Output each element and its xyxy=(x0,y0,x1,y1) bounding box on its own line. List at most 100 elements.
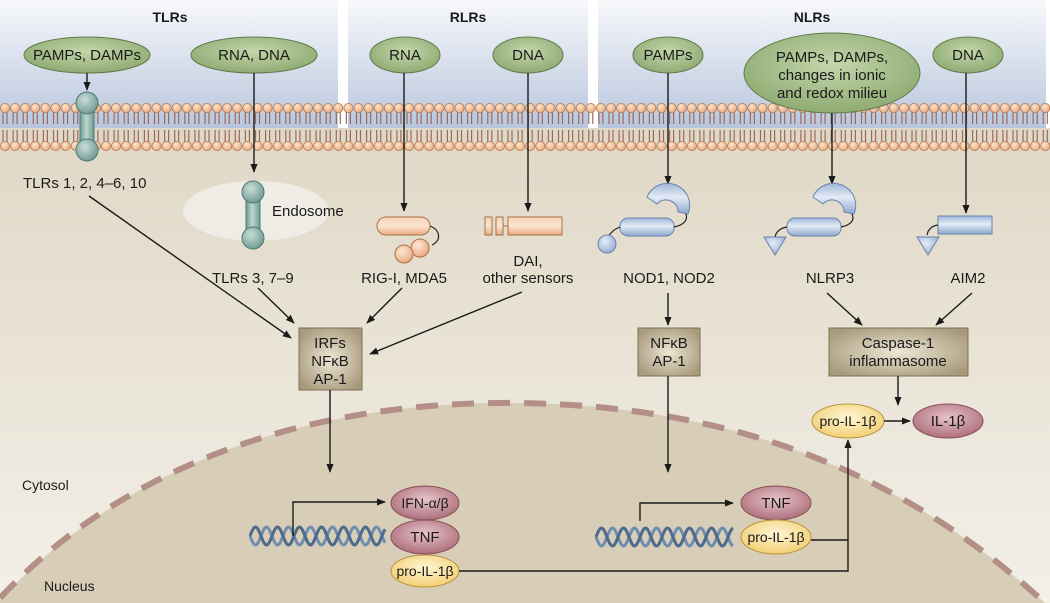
nucleus-label: Nucleus xyxy=(44,578,95,594)
lipid-head xyxy=(959,140,970,151)
svg-text:DNA: DNA xyxy=(512,47,544,64)
svg-text:inflammasome: inflammasome xyxy=(849,353,947,370)
lipid-head xyxy=(919,103,930,114)
family-divider xyxy=(338,0,348,128)
product-pro-il1b-left: pro-IL-1β xyxy=(390,554,460,588)
lipid-head xyxy=(939,103,950,114)
lipid-head xyxy=(545,103,556,114)
svg-text:IRFs: IRFs xyxy=(314,335,346,352)
lipid-head xyxy=(161,103,172,114)
mature-il1b: IL-1β xyxy=(912,403,984,439)
lipid-head xyxy=(626,103,637,114)
lipid-head xyxy=(373,103,384,114)
lipid-head xyxy=(403,103,414,114)
product-tnf-left: TNF xyxy=(390,519,460,555)
dna-strand xyxy=(594,526,734,548)
rig-i-mda5-receptor-icon xyxy=(376,216,440,264)
nlrp3-label: NLRP3 xyxy=(806,270,854,287)
svg-text:RNA, DNA: RNA, DNA xyxy=(218,47,290,64)
lipid-head xyxy=(565,103,576,114)
cytosolic-pro-il1b: pro-IL-1β xyxy=(811,403,885,439)
lipid-head xyxy=(565,140,576,151)
lipid-head xyxy=(838,140,849,151)
lipid-head xyxy=(212,103,223,114)
lipid-head xyxy=(989,140,1000,151)
lipid-head xyxy=(656,140,667,151)
lipid-head xyxy=(50,140,61,151)
lipid-head xyxy=(878,140,889,151)
ligand-pamps-nod: PAMPs xyxy=(632,36,704,74)
lipid-head xyxy=(535,140,546,151)
lipid-head xyxy=(969,103,980,114)
lipid-head xyxy=(464,140,475,151)
ligand-rna-rlr: RNA xyxy=(369,36,441,74)
rlr-header: RLRs xyxy=(450,9,487,25)
lipid-head xyxy=(888,103,899,114)
lipid-head xyxy=(1020,140,1031,151)
svg-text:pro-IL-1β: pro-IL-1β xyxy=(747,529,804,545)
family-divider xyxy=(1046,0,1050,128)
lipid-head xyxy=(535,103,546,114)
lipid-head xyxy=(131,103,142,114)
svg-text:AP-1: AP-1 xyxy=(652,353,685,370)
lipid-head xyxy=(686,103,697,114)
lipid-head xyxy=(282,103,293,114)
lipid-head xyxy=(929,103,940,114)
svg-text:RNA: RNA xyxy=(389,47,421,64)
caspase1-inflammasome-box: Caspase-1 inflammasome xyxy=(828,327,969,377)
rig-label: RIG-I, MDA5 xyxy=(361,270,447,287)
dna-helix-icon xyxy=(594,526,734,548)
lipid-head xyxy=(383,103,394,114)
lipid-head xyxy=(343,140,354,151)
aim2-label: AIM2 xyxy=(950,270,985,287)
tf-box-nfkb-ap1: NFκB AP-1 xyxy=(637,327,701,377)
lipid-head xyxy=(707,103,718,114)
svg-text:NFκB: NFκB xyxy=(311,353,349,370)
lipid-head xyxy=(383,140,394,151)
arrow xyxy=(935,292,973,326)
svg-text:NFκB: NFκB xyxy=(650,335,688,352)
lipid-head xyxy=(111,140,122,151)
lipid-head xyxy=(717,140,728,151)
lipid-head xyxy=(363,103,374,114)
lipid-head xyxy=(121,103,132,114)
lipid-head xyxy=(292,140,303,151)
arrow xyxy=(366,287,403,324)
ligand-pamps-damps-tlr: PAMPs, DAMPs xyxy=(23,36,151,74)
lipid-head xyxy=(40,140,51,151)
lipid-head xyxy=(585,140,596,151)
lipid-head xyxy=(282,140,293,151)
dna-strand xyxy=(594,526,734,548)
lipid-head xyxy=(30,140,41,151)
lipid-head xyxy=(626,140,637,151)
lipid-head xyxy=(262,103,273,114)
lipid-head xyxy=(909,140,920,151)
lipid-head xyxy=(545,140,556,151)
dai-label-line2: other sensors xyxy=(483,270,574,287)
lipid-head xyxy=(242,103,253,114)
lipid-head xyxy=(191,140,202,151)
lipid-head xyxy=(646,140,657,151)
dai-receptor-icon xyxy=(484,216,563,236)
lipid-head xyxy=(767,140,778,151)
lipid-head xyxy=(636,140,647,151)
lipid-head xyxy=(111,103,122,114)
dna-helix-icon xyxy=(248,525,387,547)
arrow xyxy=(826,292,863,326)
dai-label-line1: DAI, xyxy=(513,253,542,270)
arrow xyxy=(639,499,734,521)
lipid-head xyxy=(313,140,324,151)
lipid-head xyxy=(424,103,435,114)
lipid-head xyxy=(141,103,152,114)
lipid-head xyxy=(353,103,364,114)
lipid-head xyxy=(969,140,980,151)
lipid-head xyxy=(676,140,687,151)
lipid-head xyxy=(696,140,707,151)
lipid-head xyxy=(686,140,697,151)
lipid-head xyxy=(575,103,586,114)
lipid-head xyxy=(606,103,617,114)
lipid-head xyxy=(737,140,748,151)
lipid-head xyxy=(212,140,223,151)
lipid-head xyxy=(252,140,263,151)
product-tnf-middle: TNF xyxy=(740,485,812,521)
